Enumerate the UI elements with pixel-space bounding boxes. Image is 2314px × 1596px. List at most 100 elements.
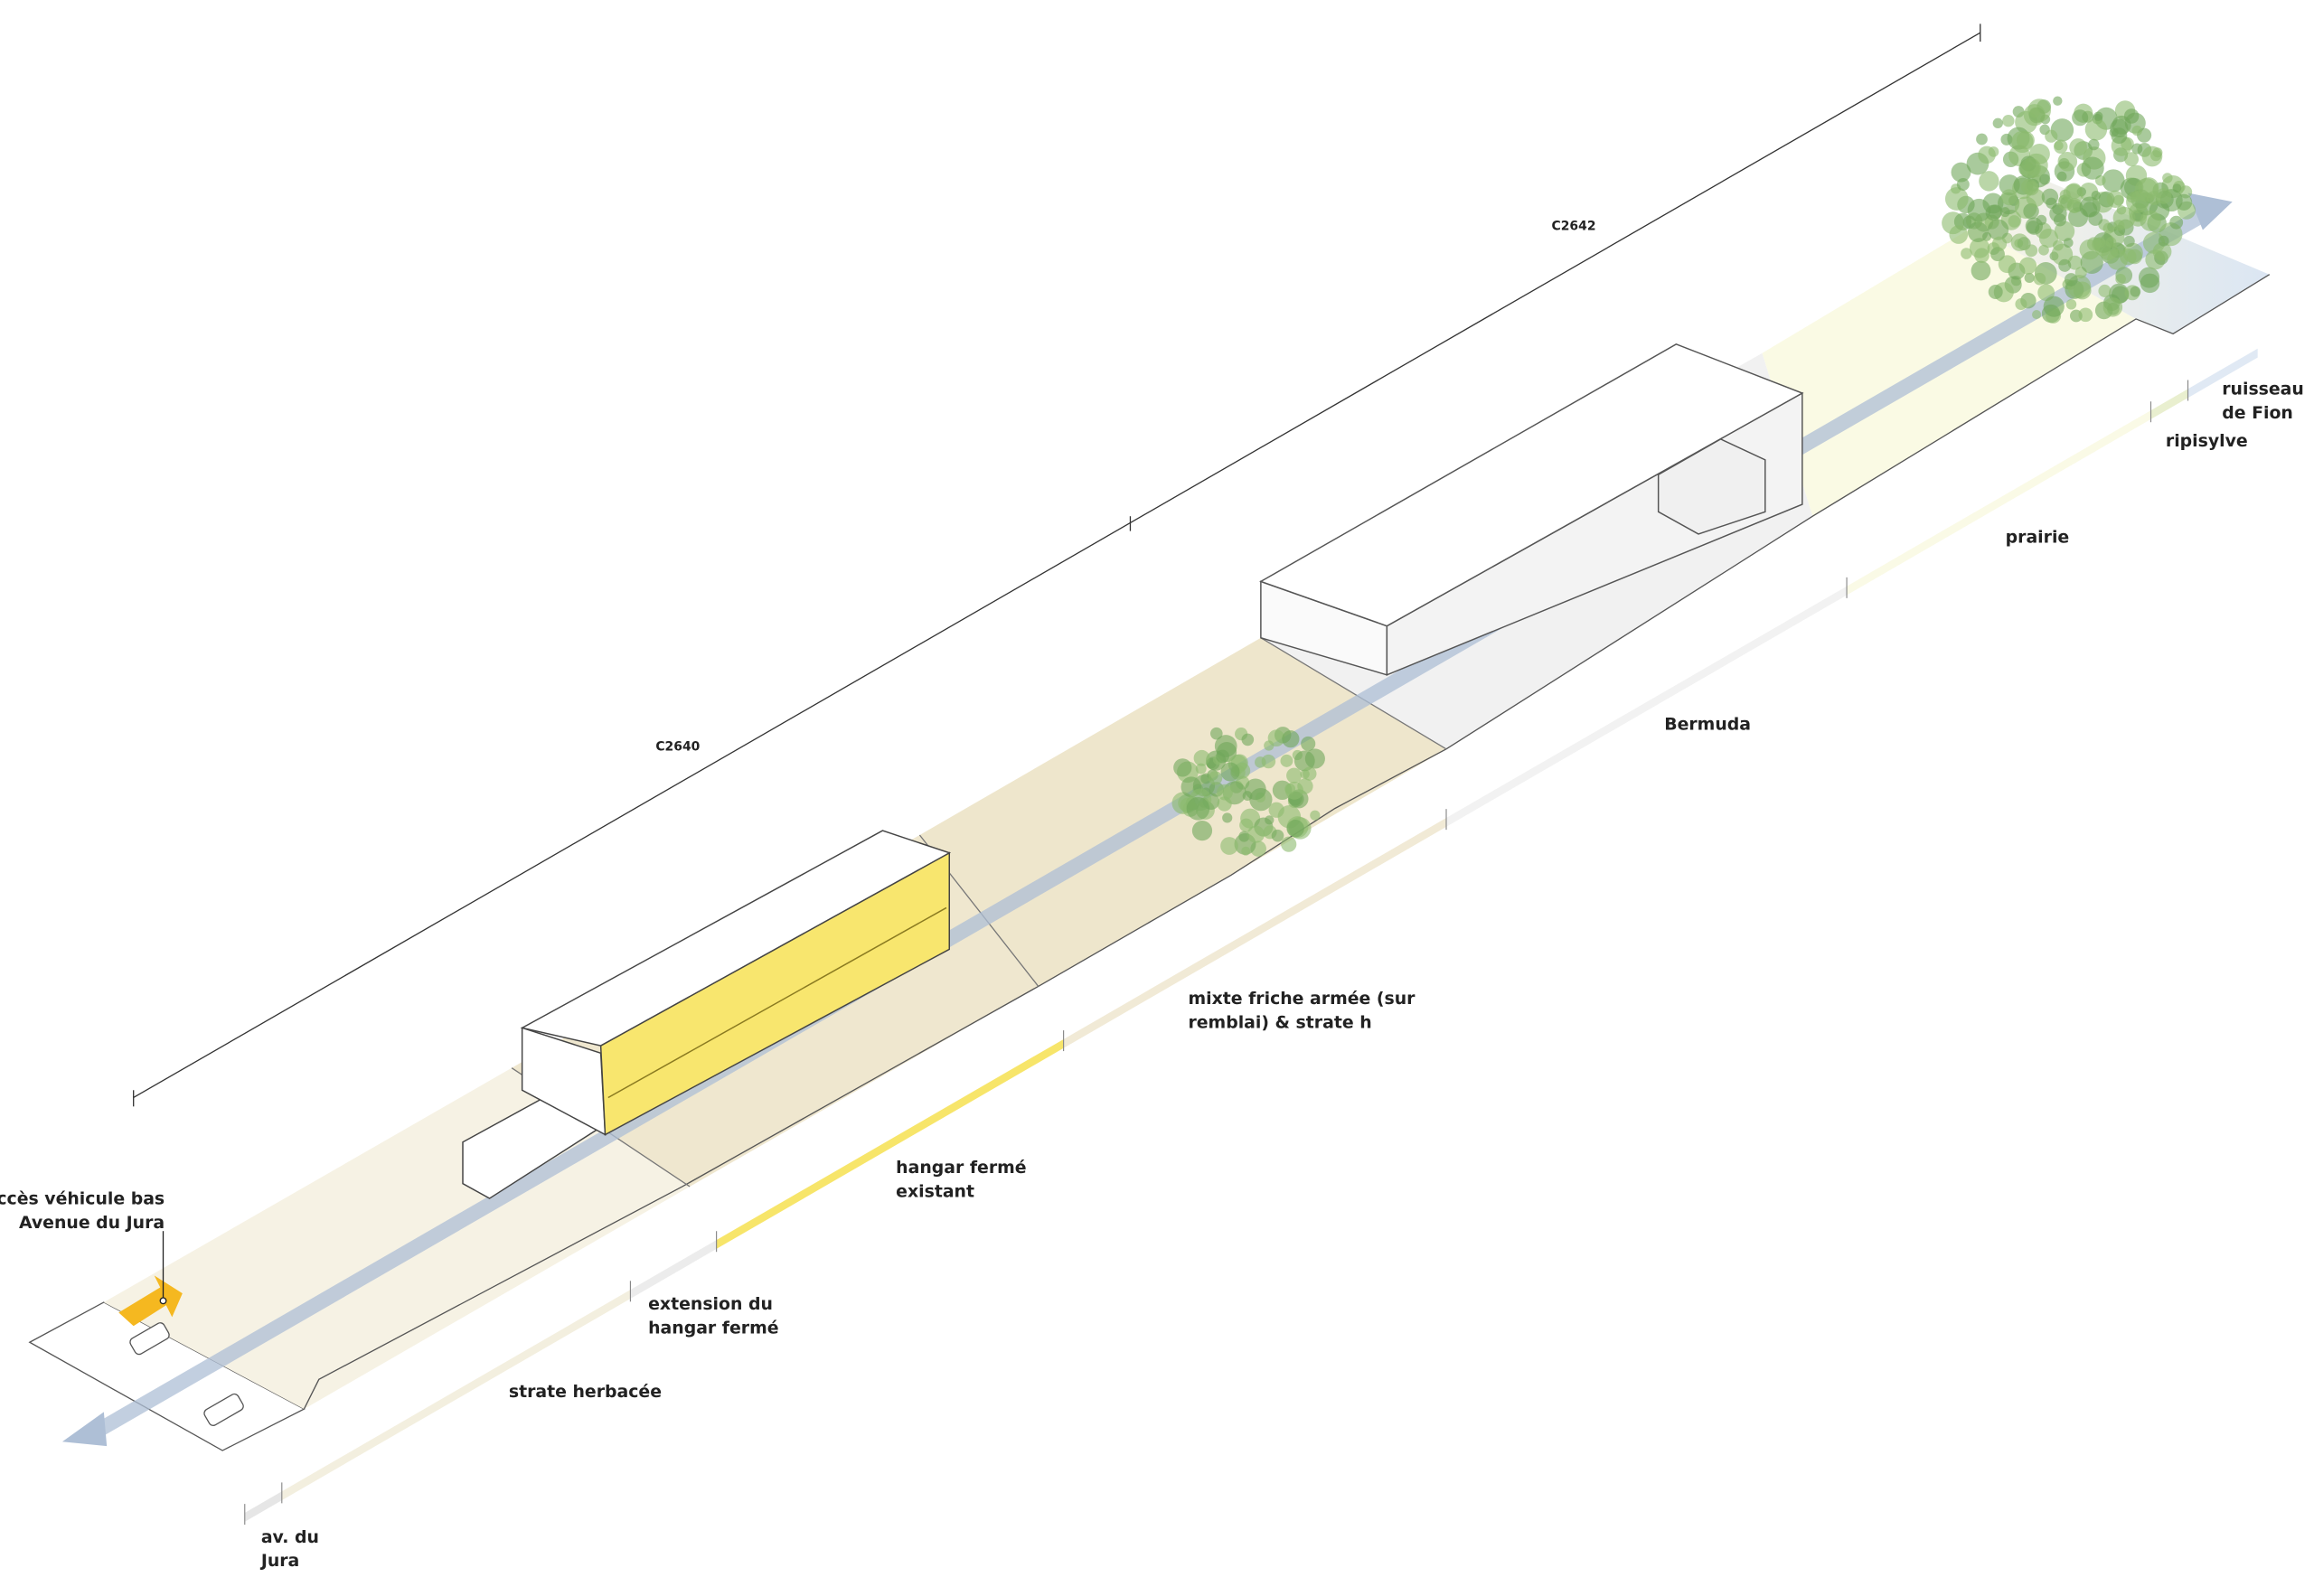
tree-foliage [2169, 215, 2184, 230]
tree-foliage [1265, 815, 1275, 825]
tree-foliage [1944, 187, 1969, 211]
tree-foliage [2111, 127, 2128, 145]
legend-segment [716, 1038, 1064, 1249]
tree-foliage [2033, 272, 2046, 286]
tree-foliage [2091, 190, 2101, 201]
tree-foliage [1186, 796, 1210, 821]
path-arrow-right-icon [2187, 192, 2233, 230]
trees [1171, 96, 2196, 857]
parcel-label-c2640: C2640 [655, 739, 700, 754]
tree-foliage [2123, 235, 2135, 248]
legend-segment [630, 1240, 717, 1299]
tree-foliage [1976, 133, 1988, 146]
tree-foliage [2155, 188, 2172, 204]
tree-foliage [2025, 244, 2038, 258]
tree-foliage [2162, 173, 2173, 183]
tree-foliage [1271, 829, 1284, 842]
legend-label: prairie [2006, 528, 2070, 548]
tree-foliage [2141, 146, 2163, 167]
tree-foliage [2140, 210, 2161, 231]
tree-foliage [1987, 219, 2009, 240]
tree-foliage [2063, 238, 2074, 249]
tree-foliage [1193, 749, 1210, 766]
tree-foliage [2002, 114, 2015, 127]
tree-foliage [2023, 104, 2046, 127]
tree-foliage [2015, 298, 2027, 311]
tree-foliage [2078, 307, 2093, 323]
tree-foliage [2054, 139, 2068, 155]
tree-foliage [1992, 117, 2003, 129]
tree-foliage [1217, 796, 1232, 812]
legend-label: hangar fermé [896, 1158, 1026, 1178]
tree-foliage [2093, 111, 2103, 121]
hangar-existant [462, 830, 952, 1199]
tree-foliage [2072, 109, 2089, 127]
tree-foliage [2036, 214, 2047, 226]
tree-foliage [2010, 233, 2029, 251]
car-icon [129, 1322, 244, 1426]
tree-foliage [2026, 221, 2040, 234]
tree-foliage [1293, 750, 1315, 772]
tree-foliage [1191, 821, 1213, 841]
tree-foliage [1282, 730, 1300, 748]
tree-foliage [2020, 157, 2041, 179]
tree-foliage [1195, 763, 1207, 775]
tree-foliage [2065, 298, 2077, 310]
tree-foliage [1974, 248, 1989, 264]
path-arrow-left-icon [61, 1412, 108, 1447]
tree-foliage [2057, 151, 2078, 172]
legend-label: ripisylve [2166, 431, 2248, 451]
tree-foliage [1286, 819, 1304, 838]
tree-foliage [2175, 193, 2193, 211]
legend-labels: av. du Jura strate herbacée extension du… [259, 380, 2304, 1571]
legend-label: av. du [261, 1527, 319, 1547]
tree-foliage [2043, 296, 2065, 317]
tree-foliage [2038, 244, 2049, 256]
tree-foliage [2158, 235, 2169, 247]
legend-label: remblai) & strate h [1188, 1012, 1371, 1032]
tree-foliage [1208, 771, 1223, 785]
legend-segment [2150, 389, 2188, 419]
tree-foliage [1988, 146, 1999, 157]
tree-foliage [2152, 242, 2172, 261]
walking-path [61, 192, 2233, 1447]
tree-foliage [2120, 248, 2137, 266]
parcel-label-c2642: C2642 [1552, 219, 1596, 233]
tree-foliage [2026, 188, 2046, 208]
tree-foliage [2056, 171, 2067, 182]
tree-foliage [1949, 225, 1969, 244]
tree-foliage [2016, 131, 2035, 150]
tree-foliage [2064, 273, 2078, 286]
tree-foliage [2024, 272, 2035, 284]
tree-foliage [2131, 125, 2142, 136]
tree-foliage [2102, 169, 2125, 192]
tree-foliage [2032, 310, 2042, 320]
tree-foliage [1967, 221, 1989, 243]
tree-foliage [1979, 171, 1999, 192]
legend-segment [2187, 348, 2258, 399]
tree-foliage [1971, 260, 1991, 281]
legend-label: Bermuda [1664, 715, 1751, 735]
legend-segment [1847, 410, 2151, 596]
tree-foliage [2172, 183, 2182, 193]
tree-foliage [1284, 784, 1296, 794]
tree-foliage [1998, 255, 2017, 274]
tree-foliage [1267, 729, 1285, 747]
tree-foliage [2094, 239, 2112, 257]
tree-foliage [1261, 754, 1276, 769]
tree-foliage [1216, 749, 1229, 764]
legend-bar [244, 348, 2258, 1526]
tree-foliage [1280, 754, 1293, 767]
tree-foliage [2131, 143, 2143, 155]
tree-foliage [2045, 129, 2058, 143]
tree-foliage [1286, 767, 1303, 784]
legend-label: strate herbacée [509, 1382, 662, 1402]
tree-foliage [1301, 736, 1316, 752]
tree-foliage [2066, 198, 2083, 213]
tree-foliage [2130, 286, 2141, 297]
annotation-line-2: Avenue du Jura [19, 1213, 165, 1233]
legend-segment [1063, 818, 1446, 1048]
dimension-line [133, 23, 1981, 1107]
tree-foliage [2140, 273, 2160, 294]
